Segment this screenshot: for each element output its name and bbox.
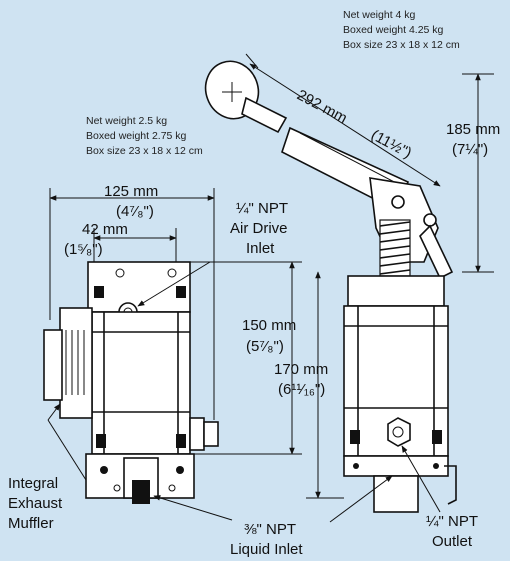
air-drive-callout-name: Air Drive <box>230 220 288 237</box>
right-pump-box-size: Box size 23 x 18 x 12 cm <box>343 39 460 51</box>
total-height-mm: 170 mm <box>274 361 328 378</box>
bolt-icon <box>94 286 104 298</box>
bolt-icon <box>350 430 360 444</box>
right-pump-head <box>347 275 445 307</box>
side-fitting-nut <box>203 421 219 447</box>
height-right-inch: (7¼") <box>452 141 488 158</box>
left-pump-box-size: Box size 23 x 18 x 12 cm <box>86 145 203 157</box>
body-height-mm: 150 mm <box>242 317 296 334</box>
body-height-inch: (5⁷⁄₈") <box>246 338 284 355</box>
screw-icon <box>167 268 177 278</box>
screw-icon <box>176 466 184 474</box>
outlet-callout-name: Outlet <box>432 533 473 550</box>
air-drive-callout-inlet: Inlet <box>246 240 275 257</box>
liquid-inlet-callout-size: ⅜" NPT <box>244 521 296 538</box>
dimension-lines <box>47 53 494 523</box>
right-pump-drawing <box>204 60 457 513</box>
lever-length-mm: 292 mm <box>294 87 350 127</box>
screw-icon <box>115 268 125 278</box>
right-pump-base <box>343 455 449 477</box>
bolt-icon <box>176 434 186 448</box>
muffler-callout-line3: Muffler <box>8 515 54 532</box>
outlet-fitting-icon <box>387 417 411 447</box>
bolt-icon <box>432 430 442 444</box>
side-fitting <box>189 417 205 451</box>
muffler-callout-line1: Integral <box>8 475 58 492</box>
handle-grip <box>241 96 288 134</box>
bolt-icon <box>176 286 186 298</box>
muffler-callout-line2: Exhaust <box>8 495 63 512</box>
offset-inch: (1⁵⁄₈") <box>64 241 103 258</box>
outlet-callout-size: ¼" NPT <box>426 513 478 530</box>
total-height-inch: (6¹¹⁄₁₆") <box>278 381 325 398</box>
muffler-cap <box>43 329 63 401</box>
offset-mm: 42 mm <box>82 221 128 238</box>
liquid-inlet-callout-name: Liquid Inlet <box>230 541 303 558</box>
air-drive-callout-size: ¼" NPT <box>236 200 288 217</box>
height-right-mm: 185 mm <box>446 121 500 138</box>
left-pump-drawing <box>43 261 219 504</box>
bolt-icon <box>96 434 106 448</box>
lever-length-inch: (11½") <box>368 127 414 162</box>
right-pump-boxed-weight: Boxed weight 4.25 kg <box>343 24 444 36</box>
left-pump-body <box>91 311 191 455</box>
exhaust-muffler <box>59 307 93 419</box>
screw-icon <box>100 466 108 474</box>
left-pump-boxed-weight: Boxed weight 2.75 kg <box>86 130 187 142</box>
pivot-pin-icon <box>423 213 437 227</box>
width-mm: 125 mm <box>104 183 158 200</box>
liquid-inlet-port-icon <box>132 480 150 504</box>
right-pump-net-weight: Net weight 4 kg <box>343 9 416 21</box>
right-pump-foot <box>373 475 419 513</box>
left-pump-net-weight: Net weight 2.5 kg <box>86 115 167 127</box>
width-inch: (4⁷⁄₈") <box>116 203 154 220</box>
mounting-bracket <box>444 465 457 505</box>
pivot-pin-icon <box>391 195 405 209</box>
